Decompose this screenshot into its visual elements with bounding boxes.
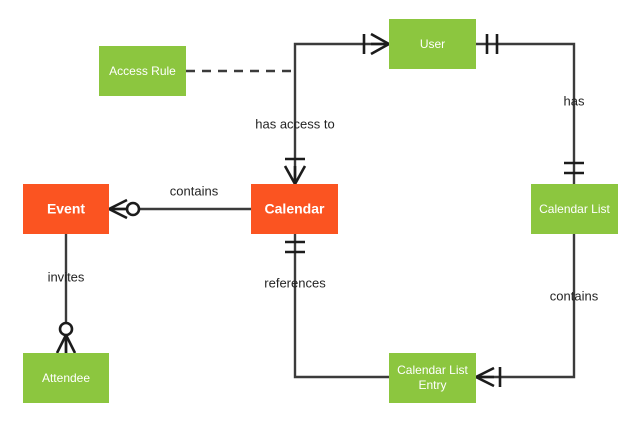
cardinality-one-or-many-entry-right — [475, 366, 502, 388]
entity-user-box[interactable] — [389, 19, 476, 69]
relationship-label-contains-event-calendar: contains — [170, 183, 219, 198]
relationship-label-invites: invites — [48, 269, 85, 284]
connector-user-to-calendar — [293, 42, 389, 184]
entity-calendar-list-label: Calendar List — [539, 202, 610, 216]
cardinality-exactly-one-calendar-list-top — [564, 161, 584, 175]
connector-calendar-to-entry — [293, 234, 389, 379]
entity-calendar-list-entry[interactable]: Calendar List Entry — [389, 353, 476, 403]
entity-event-label: Event — [47, 201, 85, 217]
entity-access-rule-label: Access Rule — [109, 64, 176, 78]
relationship-label-has-access-to: has access to — [255, 116, 335, 131]
entity-user-label: User — [420, 37, 445, 51]
relationship-label-has: has — [564, 93, 585, 108]
entity-access-rule-box[interactable] — [99, 46, 186, 96]
entity-calendar-list-box[interactable] — [531, 184, 618, 234]
cardinality-zero-or-many-attendee-top — [55, 321, 77, 354]
entity-attendee-label: Attendee — [42, 371, 90, 385]
cardinality-one-or-many-user-left — [362, 32, 390, 56]
entity-event[interactable]: Event — [23, 184, 109, 234]
cardinality-one-or-many-calendar-top — [283, 157, 307, 185]
entity-calendar-list-entry-label-line1: Calendar List — [397, 363, 468, 377]
entity-calendar-list[interactable]: Calendar List — [531, 184, 618, 234]
entity-calendar-list-entry-label-line2: Entry — [418, 378, 446, 392]
relationship-label-contains-list-entry: contains — [550, 288, 599, 303]
entity-attendee-box[interactable] — [23, 353, 109, 403]
cardinality-zero-or-many-event-right — [108, 198, 141, 220]
entity-access-rule[interactable]: Access Rule — [99, 46, 186, 96]
entity-attendee[interactable]: Attendee — [23, 353, 109, 403]
connector-user-to-calendar-list — [476, 42, 576, 184]
cardinality-exactly-one-user-right — [485, 34, 499, 54]
entity-user[interactable]: User — [389, 19, 476, 69]
entity-calendar-label: Calendar — [265, 201, 325, 217]
relationship-label-references: references — [264, 275, 326, 290]
connector-calendar-list-to-entry — [476, 234, 576, 379]
entity-calendar[interactable]: Calendar — [251, 184, 338, 234]
cardinality-exactly-one-calendar-bottom — [285, 240, 305, 254]
entity-calendar-list-entry-box[interactable] — [389, 353, 476, 403]
entity-calendar-box[interactable] — [251, 184, 338, 234]
entity-event-box[interactable] — [23, 184, 109, 234]
